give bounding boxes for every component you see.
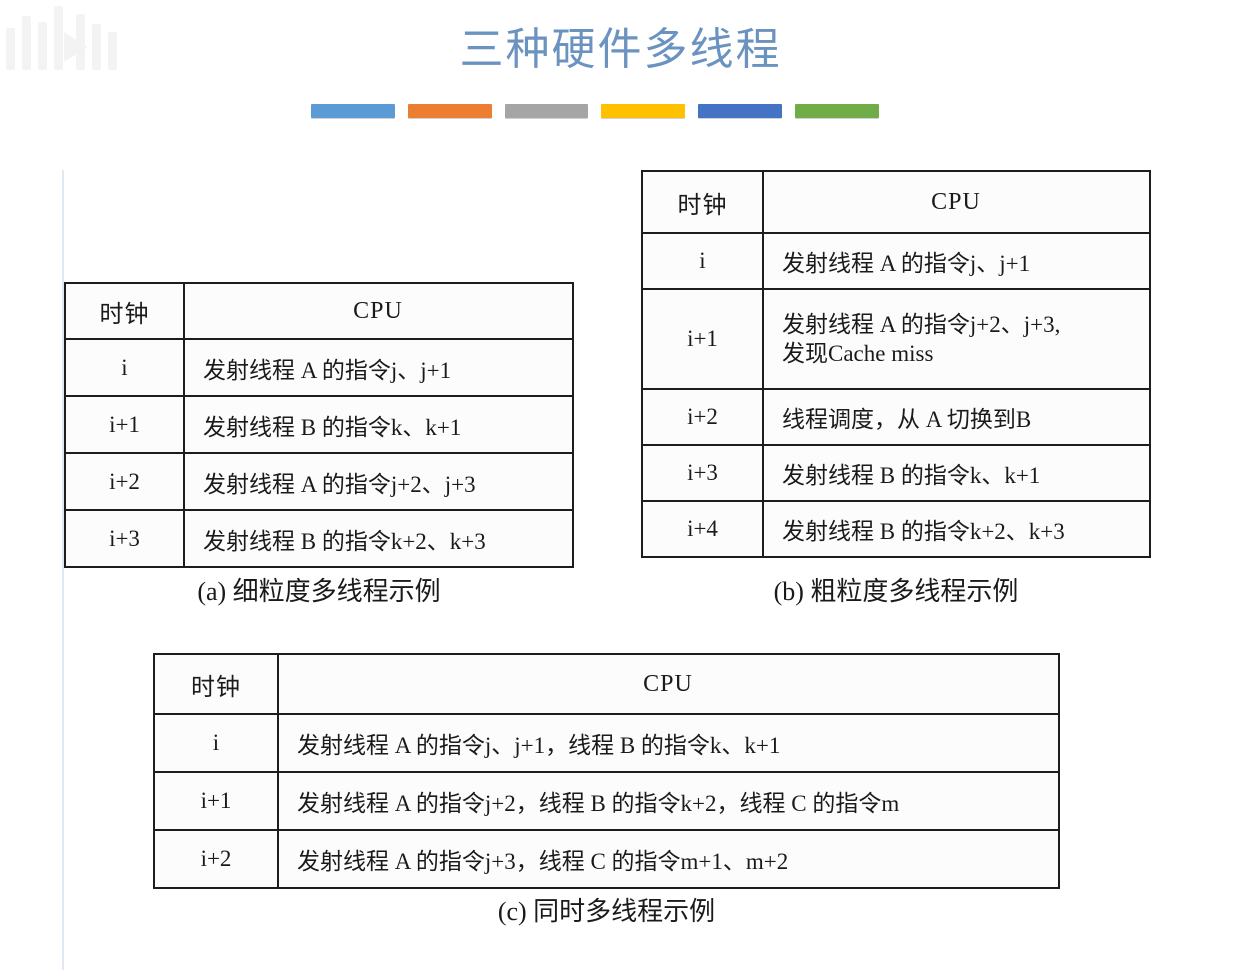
cell-cpu: 发射线程 B 的指令k+2、k+3 xyxy=(762,500,1151,558)
caption-coarse-grained: (b) 粗粒度多线程示例 xyxy=(773,577,1019,606)
cell-cpu: 发射线程 A 的指令j+2，线程 B 的指令k+2，线程 C 的指令m xyxy=(277,771,1060,831)
table-row: i 发射线程 A 的指令j、j+1 xyxy=(641,232,1151,290)
accent-bar-yellow xyxy=(601,104,686,118)
header-clock: 时钟 xyxy=(641,170,764,234)
simultaneous-multithreading-table: 时钟 CPU i 发射线程 A 的指令j、j+1，线程 B 的指令k、k+1 i… xyxy=(153,653,1060,889)
cell-clock: i+3 xyxy=(64,509,185,568)
cell-clock: i+1 xyxy=(64,395,185,454)
cell-cpu: 发射线程 A 的指令j+2、j+3 xyxy=(183,452,574,511)
table-header-row: 时钟 CPU xyxy=(641,170,1151,234)
header-clock: 时钟 xyxy=(153,653,279,715)
table-row: i 发射线程 A 的指令j、j+1 xyxy=(64,338,574,397)
cell-cpu: 发射线程 B 的指令k+2、k+3 xyxy=(183,509,574,568)
accent-bar-strip xyxy=(311,104,879,118)
accent-bar-orange xyxy=(407,104,492,118)
table-row: i+1 发射线程 A 的指令j+2，线程 B 的指令k+2，线程 C 的指令m xyxy=(153,771,1060,831)
table-row: i+1 发射线程 A 的指令j+2、j+3, 发现Cache miss xyxy=(641,288,1151,390)
table-header-row: 时钟 CPU xyxy=(64,282,574,340)
header-cpu: CPU xyxy=(277,653,1060,715)
cell-clock: i+2 xyxy=(64,452,185,511)
cell-clock: i+1 xyxy=(153,771,279,831)
cell-clock: i xyxy=(153,713,279,773)
cell-cpu-line-1: 发射线程 A 的指令j+2、j+3, xyxy=(782,311,1061,337)
cell-cpu: 发射线程 A 的指令j、j+1，线程 B 的指令k、k+1 xyxy=(277,713,1060,773)
page-title: 三种硬件多线程 xyxy=(459,25,782,74)
table-row: i+2 线程调度，从 A 切换到B xyxy=(641,388,1151,446)
cell-cpu: 发射线程 B 的指令k、k+1 xyxy=(762,444,1151,502)
cell-cpu: 发射线程 A 的指令j+2、j+3, 发现Cache miss xyxy=(762,288,1151,390)
fine-grained-multithreading-table: 时钟 CPU i 发射线程 A 的指令j、j+1 i+1 发射线程 B 的指令k… xyxy=(64,282,574,568)
caption-fine-grained: (a) 细粒度多线程示例 xyxy=(197,577,441,606)
table-row: i+1 发射线程 B 的指令k、k+1 xyxy=(64,395,574,454)
accent-bar-green xyxy=(795,104,879,118)
accent-bar-gray xyxy=(504,104,589,118)
header-cpu: CPU xyxy=(183,282,574,340)
cell-cpu: 发射线程 B 的指令k、k+1 xyxy=(183,395,574,454)
cell-cpu: 发射线程 A 的指令j、j+1 xyxy=(762,232,1151,290)
cell-clock: i+4 xyxy=(641,500,764,558)
table-row: i+4 发射线程 B 的指令k+2、k+3 xyxy=(641,500,1151,558)
cell-clock: i+1 xyxy=(641,288,764,390)
cell-clock: i+2 xyxy=(153,829,279,889)
accent-bar-darkblue xyxy=(698,104,783,118)
table-row: i+2 发射线程 A 的指令j+2、j+3 xyxy=(64,452,574,511)
cell-clock: i+3 xyxy=(641,444,764,502)
cell-clock: i xyxy=(64,338,185,397)
table-header-row: 时钟 CPU xyxy=(153,653,1060,715)
table-row: i 发射线程 A 的指令j、j+1，线程 B 的指令k、k+1 xyxy=(153,713,1060,773)
cell-cpu: 线程调度，从 A 切换到B xyxy=(762,388,1151,446)
accent-bar-blue xyxy=(311,104,395,118)
header-cpu: CPU xyxy=(762,170,1151,234)
cell-clock: i+2 xyxy=(641,388,764,446)
caption-simultaneous: (c) 同时多线程示例 xyxy=(497,897,716,926)
left-accent-rule xyxy=(62,170,64,970)
cell-cpu-line-2: 发现Cache miss xyxy=(782,341,934,366)
header-clock: 时钟 xyxy=(64,282,185,340)
cell-cpu: 发射线程 A 的指令j、j+1 xyxy=(183,338,574,397)
cell-cpu: 发射线程 A 的指令j+3，线程 C 的指令m+1、m+2 xyxy=(277,829,1060,889)
cell-clock: i xyxy=(641,232,764,290)
table-row: i+3 发射线程 B 的指令k、k+1 xyxy=(641,444,1151,502)
coarse-grained-multithreading-table: 时钟 CPU i 发射线程 A 的指令j、j+1 i+1 发射线程 A 的指令j… xyxy=(641,170,1151,558)
table-row: i+3 发射线程 B 的指令k+2、k+3 xyxy=(64,509,574,568)
table-row: i+2 发射线程 A 的指令j+3，线程 C 的指令m+1、m+2 xyxy=(153,829,1060,889)
